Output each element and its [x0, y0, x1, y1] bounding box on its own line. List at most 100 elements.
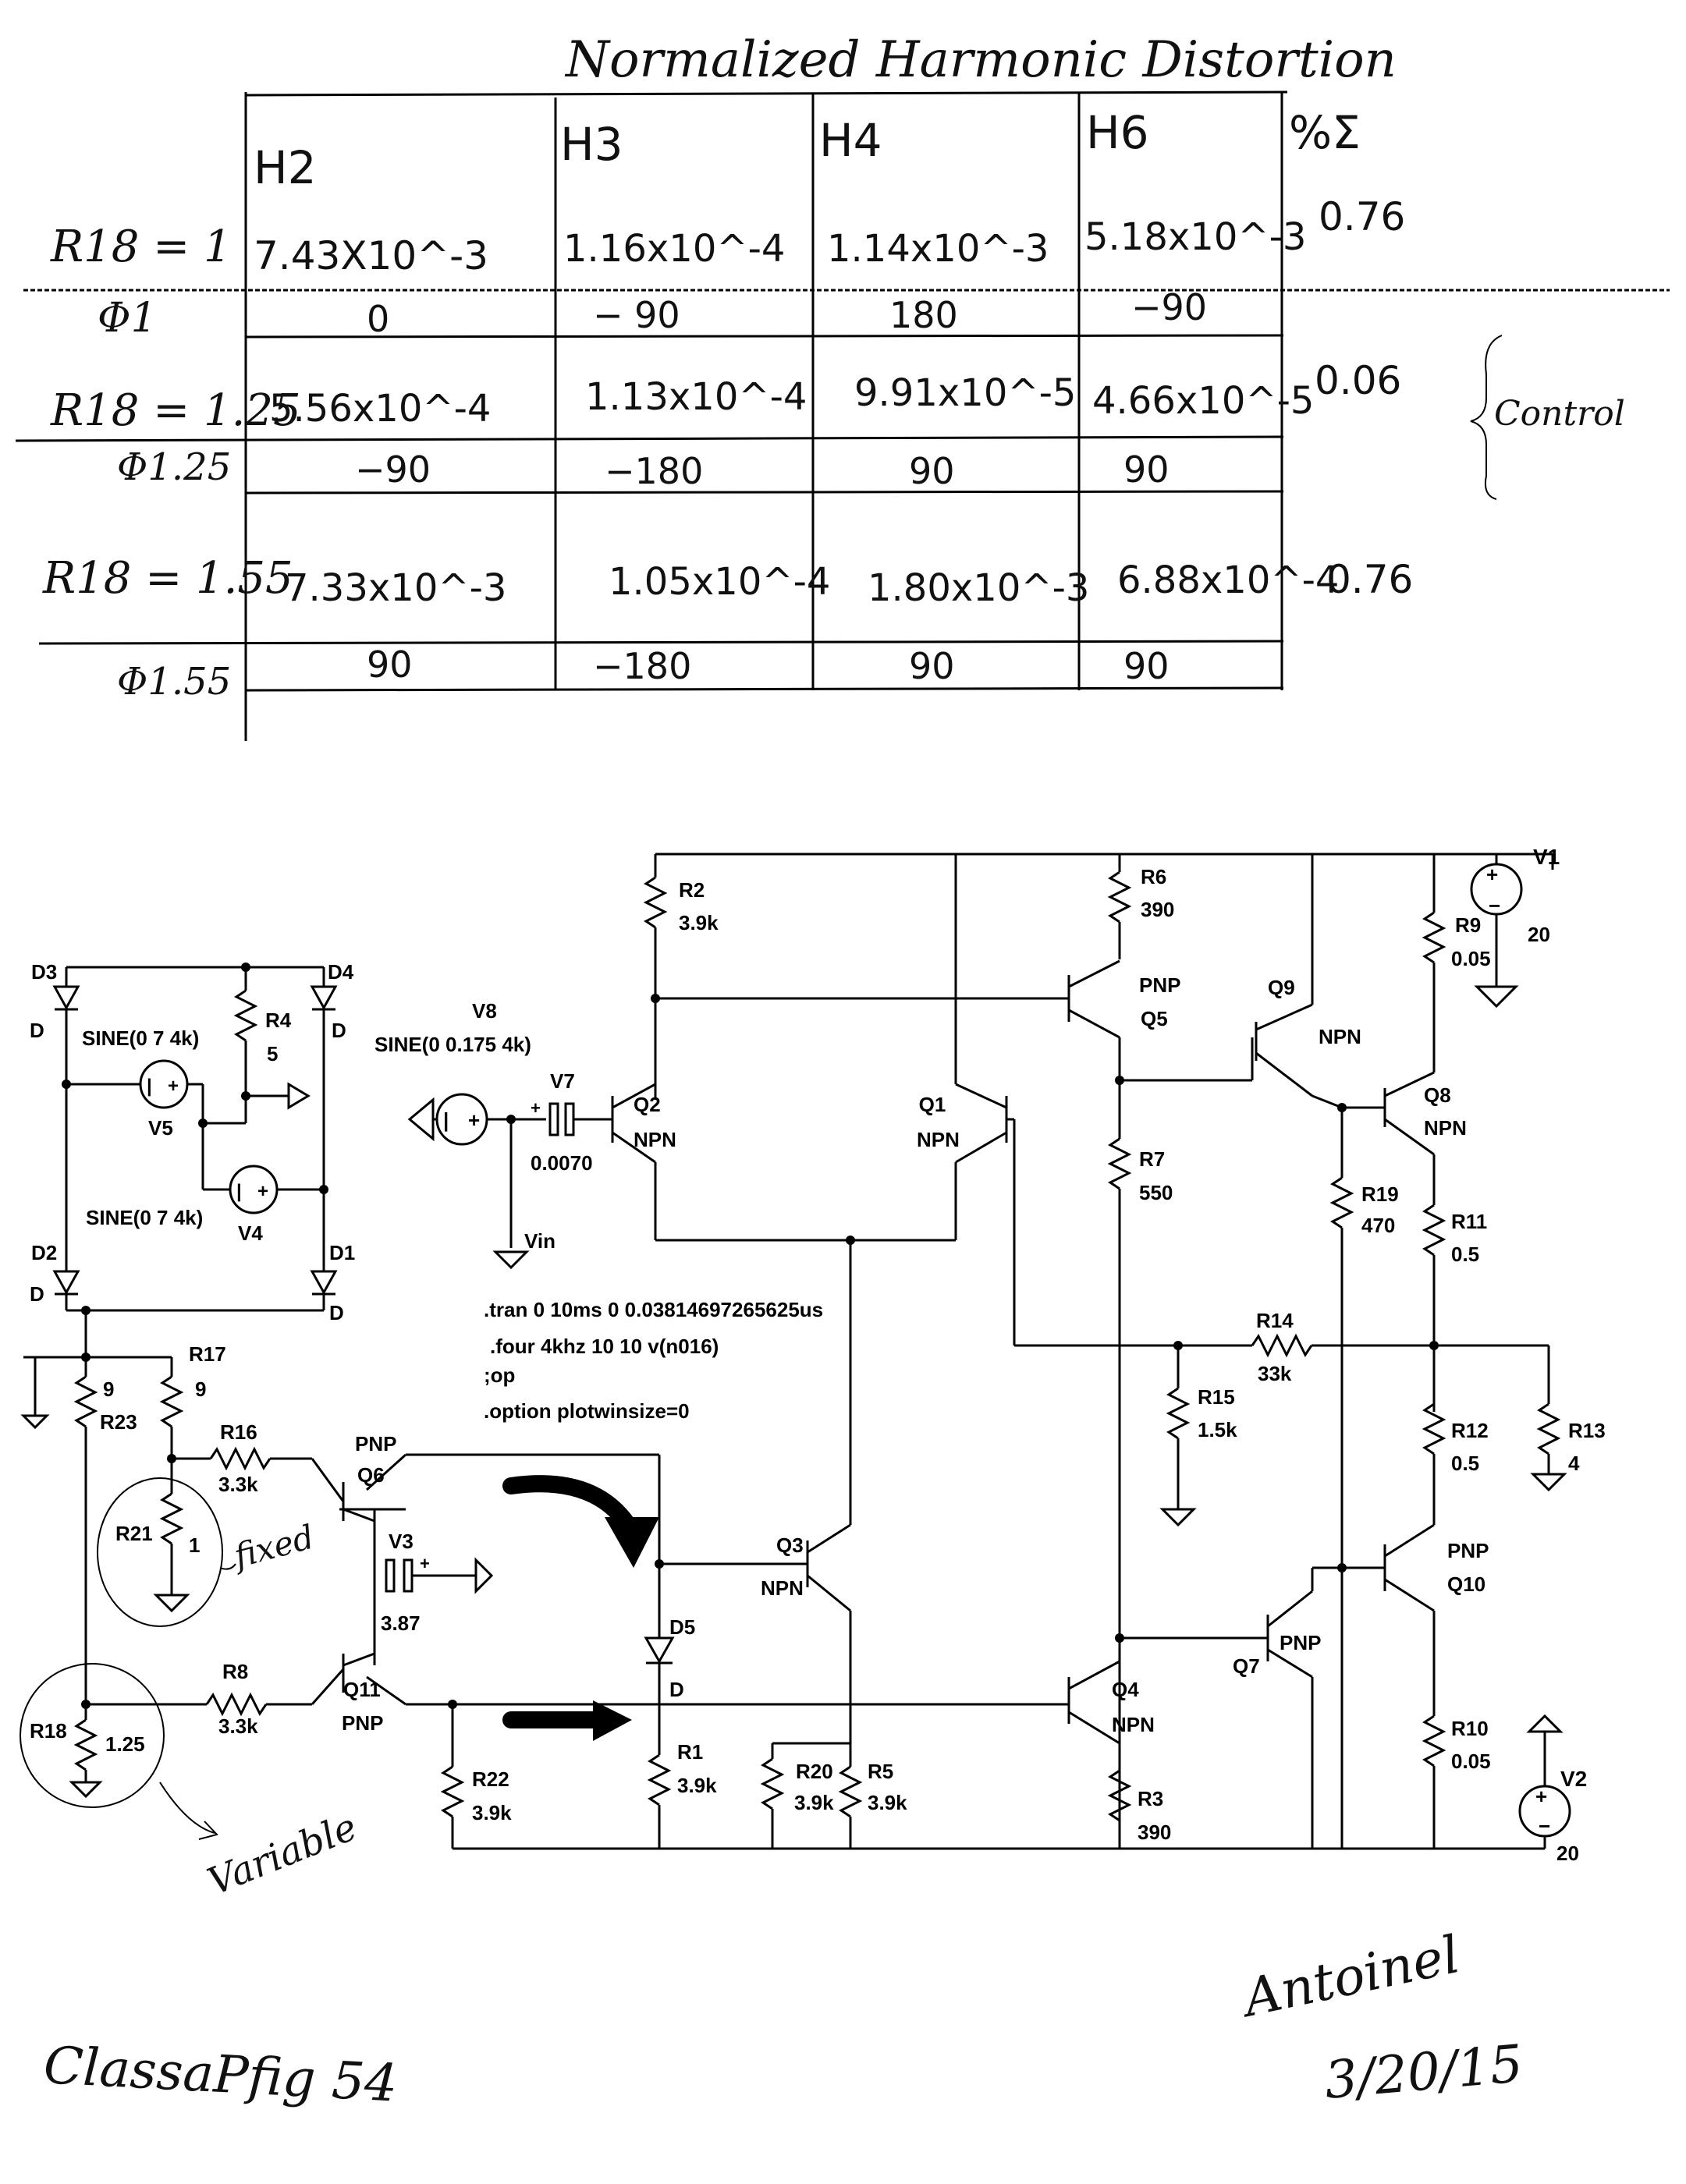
date-label: 3/20/15 [1322, 2033, 1525, 2111]
spice-line-tran: .tran 0 10ms 0 0.03814697265625us [484, 1298, 823, 1321]
r7-value: 550 [1139, 1181, 1173, 1204]
r13-label: R13 [1568, 1419, 1606, 1442]
r21-fixed: R21 1 fixed [97, 1459, 318, 1627]
cell-phi155-h4: 90 [909, 645, 955, 687]
r22-value: 3.9k [472, 1801, 512, 1824]
q6-type: PNP [355, 1432, 396, 1455]
cell-phi125-h2: −90 [355, 448, 431, 491]
svg-text:+: + [1535, 1785, 1547, 1808]
header-total: %Σ [1289, 106, 1361, 159]
q1-type: NPN [917, 1128, 960, 1151]
q5-label: Q5 [1141, 1007, 1168, 1030]
r21-value: 1 [189, 1533, 200, 1557]
r1-label: R1 [677, 1740, 703, 1764]
figure-label: ClassaPfig 54 [42, 2035, 399, 2114]
q2-label: Q2 [634, 1093, 661, 1116]
q11-type: PNP [342, 1711, 383, 1735]
r17-label: R17 [189, 1342, 226, 1366]
q1-label: Q1 [919, 1093, 946, 1116]
r22-label: R22 [472, 1767, 509, 1791]
r15-value: 1.5k [1198, 1418, 1237, 1441]
v2-label: V2 [1560, 1767, 1587, 1791]
q7-type: PNP [1280, 1631, 1321, 1654]
q10-transistor: PNP Q10 [1383, 1523, 1489, 1716]
row-label-phi-125: Φ1.25 [117, 445, 231, 489]
v5-label: V5 [148, 1116, 173, 1140]
r9-label: R9 [1455, 913, 1481, 937]
v8-label: V8 [472, 999, 497, 1023]
v1-value: 20 [1528, 923, 1550, 946]
r23-value: 9 [103, 1377, 114, 1401]
q9-type: NPN [1319, 1025, 1361, 1048]
q2-type: NPN [634, 1128, 676, 1151]
v7-label: V7 [550, 1069, 575, 1093]
svg-text:+: + [257, 1181, 268, 1202]
d2-model: D [30, 1282, 44, 1306]
cell-phi1-h4: 180 [889, 294, 958, 336]
circuit-schematic: + − V1 20 R2 3.9k R6 390 PNP Q5 [20, 845, 1606, 1904]
r5-label: R5 [868, 1760, 893, 1783]
r12-value: 0.5 [1451, 1452, 1479, 1475]
v5-value: SINE(0 7 4k) [82, 1026, 199, 1050]
r11-label: R11 [1451, 1210, 1487, 1233]
r23-label: R23 [100, 1410, 137, 1434]
svg-text:|: | [236, 1181, 242, 1202]
r3-label: R3 [1138, 1787, 1163, 1810]
q8-transistor: Q8 NPN [1383, 1071, 1467, 1156]
q3-label: Q3 [776, 1533, 804, 1557]
d1-label: D1 [329, 1241, 355, 1264]
r1-value: 3.9k [677, 1774, 717, 1797]
cell-phi155-h6: 90 [1123, 645, 1170, 687]
control-brace [1470, 335, 1503, 500]
v8-source: | + V8 SINE(0 0.175 4k) [374, 999, 546, 1146]
svg-text:+: + [168, 1076, 179, 1097]
v8-value: SINE(0 0.175 4k) [374, 1033, 531, 1056]
arrow-lower-head [593, 1700, 632, 1741]
q9-transistor: Q9 NPN [1255, 854, 1361, 1097]
q2-transistor: Q2 NPN [611, 1083, 676, 1240]
r2-value: 3.9k [679, 911, 719, 934]
header-h3: H3 [560, 118, 623, 171]
r4-label: R4 [265, 1009, 292, 1032]
q1-transistor: Q1 NPN [917, 854, 1008, 1240]
q4-type: NPN [1112, 1713, 1155, 1736]
q7-transistor: PNP Q7 [1233, 1568, 1321, 1849]
q4-transistor: Q4 NPN [1067, 1660, 1155, 1745]
q9-label: Q9 [1268, 976, 1295, 999]
r7-label: R7 [1139, 1147, 1165, 1171]
spice-line-option: .option plotwinsize=0 [484, 1399, 690, 1423]
r18-value: 1.25 [105, 1732, 145, 1756]
spice-line-four: .four 4khz 10 10 v(n016) [490, 1335, 719, 1358]
r6-label: R6 [1141, 865, 1166, 888]
r18-label: R18 [30, 1719, 67, 1743]
variable-note: Variable [202, 1805, 364, 1904]
header-h2: H2 [254, 141, 317, 194]
v1-source: + − V1 20 [1470, 845, 1560, 1009]
cell-phi155-h2: 90 [367, 644, 413, 686]
row-label-r18-125: R18 = 1.25 [50, 385, 301, 436]
cell-phi1-h6: −90 [1131, 286, 1207, 328]
d5-label: D5 [669, 1615, 695, 1639]
row-label-phi-155: Φ1.55 [117, 660, 231, 704]
cell-r125-h3: 1.13x10^-4 [585, 375, 807, 419]
v2-value: 20 [1556, 1842, 1579, 1865]
fixed-note: fixed [228, 1518, 318, 1576]
header-h4: H4 [819, 114, 882, 167]
r21-label: R21 [115, 1522, 153, 1545]
v3-value: 3.87 [381, 1611, 421, 1635]
vin-label: Vin [524, 1229, 555, 1253]
r15-label: R15 [1198, 1385, 1235, 1409]
cell-phi1-h3: − 90 [593, 294, 680, 336]
cell-r1-h3: 1.16x10^-4 [563, 227, 785, 271]
r8-label: R8 [222, 1660, 248, 1683]
r9-value: 0.05 [1451, 947, 1491, 970]
q10-type: PNP [1447, 1539, 1489, 1562]
arrow-upper [502, 1475, 637, 1533]
v4-label: V4 [238, 1221, 263, 1245]
svg-text:|: | [443, 1108, 449, 1132]
cell-r1-h2: 7.43X10^-3 [254, 233, 488, 278]
v3-label: V3 [389, 1530, 414, 1553]
r5-value: 3.9k [868, 1791, 907, 1814]
q8-type: NPN [1424, 1116, 1467, 1140]
